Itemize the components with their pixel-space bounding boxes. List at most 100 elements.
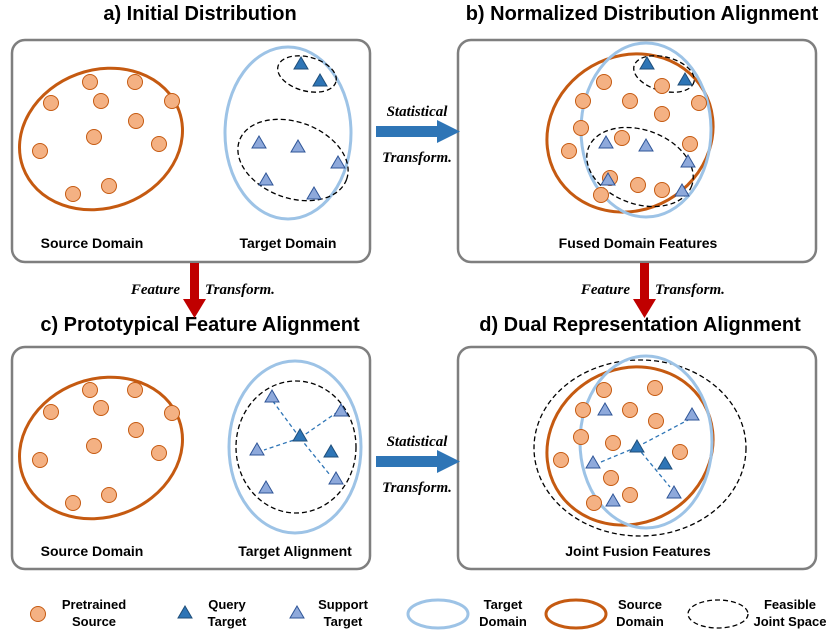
bottom-arrow-label-line2: Transform. — [382, 480, 452, 496]
support-target-point — [333, 403, 349, 417]
source-points — [553, 380, 688, 511]
legend-label-line1: Pretrained — [62, 597, 126, 612]
pretrained-source-point — [596, 74, 612, 90]
query-target-icon — [177, 605, 193, 619]
legend-item-support-target: Support Target — [289, 597, 369, 629]
arrow-head — [437, 450, 460, 473]
legend-label-line1: Source — [618, 597, 662, 612]
arrow-head — [633, 299, 656, 318]
support-target-point — [330, 155, 346, 169]
query-target-point — [293, 56, 309, 70]
pretrained-source-point — [672, 444, 688, 460]
query-target-point — [657, 456, 673, 470]
legend-item-query-target: Query Target — [177, 597, 247, 629]
pretrained-source-point — [82, 382, 98, 398]
legend-label-line1: Feasible — [764, 597, 816, 612]
legend-item-target-domain: Target Domain — [406, 597, 527, 630]
support-points — [249, 389, 349, 494]
support-target-point — [251, 135, 267, 149]
pretrained-source-point — [654, 106, 670, 122]
prototype-links — [263, 399, 337, 476]
support-target-point — [605, 493, 621, 507]
pretrained-source-point — [654, 182, 670, 198]
target-domain-ellipse — [227, 359, 363, 535]
panel-a-target-caption: Target Domain — [240, 235, 337, 251]
pretrained-source-point — [128, 422, 144, 438]
target-domain-icon — [406, 598, 470, 630]
pretrained-source-point — [622, 402, 638, 418]
panel-c-target-caption: Target Alignment — [238, 543, 352, 559]
arrow-shaft — [190, 263, 199, 300]
pretrained-source-point — [65, 495, 81, 511]
source-domain-ellipse — [18, 66, 184, 212]
right-arrow-label-right: Transform. — [655, 282, 725, 298]
query-target-point — [629, 439, 645, 453]
source-domain-ellipse — [18, 375, 184, 521]
panel-d-caption: Joint Fusion Features — [565, 543, 711, 559]
support-target-point — [666, 485, 682, 499]
arrow-shaft — [376, 126, 438, 137]
pretrained-source-point — [575, 93, 591, 109]
pretrained-source-point — [691, 95, 707, 111]
support-target-point — [258, 172, 274, 186]
support-cluster-ellipse — [586, 126, 694, 208]
support-target-point — [585, 455, 601, 469]
top-arrow-label-line1: Statistical — [387, 104, 449, 120]
panel-c-content: Source Domain Target Alignment — [18, 359, 363, 559]
support-target-point — [597, 402, 613, 416]
pretrained-source-point — [128, 113, 144, 129]
bottom-arrow-label-line1: Statistical — [387, 434, 449, 450]
pretrained-source-point — [43, 404, 59, 420]
query-cluster-ellipse — [633, 55, 695, 93]
left-arrow-label-left: Feature — [130, 282, 181, 298]
feasible-joint-space-ellipse — [533, 359, 747, 537]
prototype-link — [271, 399, 301, 439]
panel-c-title: c) Prototypical Feature Alignment — [40, 314, 360, 336]
legend-label-line2: Joint Space — [754, 614, 827, 629]
query-points — [293, 56, 328, 87]
support-target-point — [258, 480, 274, 494]
panel-a-content: Source Domain Target Domain — [18, 45, 353, 251]
arrow-head — [183, 299, 206, 318]
pretrained-source-point — [101, 487, 117, 503]
pretrained-source-point — [575, 402, 591, 418]
query-target-point — [292, 428, 308, 442]
panel-a-box — [10, 38, 372, 264]
legend-label-line2: Domain — [616, 614, 664, 629]
panel-c-box — [10, 345, 372, 571]
support-cluster-ellipse — [237, 118, 349, 202]
pretrained-source-point — [622, 487, 638, 503]
pretrained-source-point — [573, 120, 589, 136]
pretrained-source-point — [43, 95, 59, 111]
arrow-shaft — [640, 263, 649, 300]
prototype-link — [263, 437, 301, 451]
prototype-links — [600, 419, 689, 488]
pretrained-source-point — [647, 380, 663, 396]
prototype-link — [299, 437, 331, 476]
pretrained-source-point — [603, 470, 619, 486]
query-target-point — [639, 56, 655, 70]
panel-b-caption: Fused Domain Features — [559, 235, 718, 251]
legend-label-line2: Source — [72, 614, 116, 629]
top-arrow-label-line2: Transform. — [382, 150, 452, 166]
left-arrow-label-right: Transform. — [205, 282, 275, 298]
legend-label-line1: Target — [484, 597, 523, 612]
prototype-link — [636, 419, 689, 448]
pretrained-source-point — [553, 452, 569, 468]
query-target-point — [312, 73, 328, 87]
pretrained-source-point — [93, 93, 109, 109]
pretrained-source-point — [151, 136, 167, 152]
prototype-link — [636, 446, 671, 488]
support-target-point — [684, 407, 700, 421]
query-points — [292, 428, 339, 458]
pretrained-source-point — [151, 445, 167, 461]
right-arrow-label-left: Feature — [580, 282, 631, 298]
pretrained-source-point — [32, 143, 48, 159]
pretrained-source-point — [65, 186, 81, 202]
panel-d-content: Joint Fusion Features — [533, 354, 747, 559]
legend-item-feasible-joint-space: Feasible Joint Space — [687, 597, 827, 629]
panel-d-box — [456, 345, 818, 571]
pretrained-source-point — [127, 74, 143, 90]
pretrained-source-point — [648, 413, 664, 429]
